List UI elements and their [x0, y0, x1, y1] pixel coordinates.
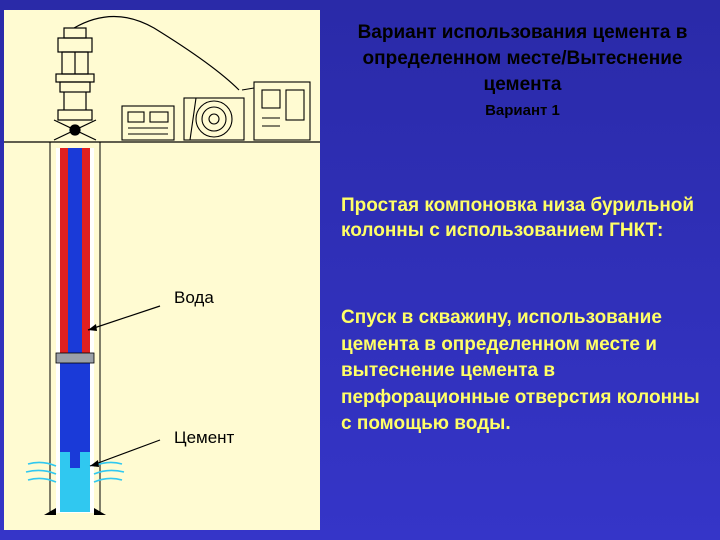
- title-text: Вариант использования цемента в определе…: [357, 22, 688, 95]
- variant-subtitle: Вариант 1: [485, 102, 560, 119]
- power-pack-icon: [241, 81, 311, 141]
- casing-shoe-right: [94, 508, 106, 515]
- coiled-tubing-reel-icon: [183, 97, 245, 141]
- cement-label: Цемент: [174, 428, 235, 447]
- water-leader-line: [87, 305, 161, 331]
- tubing-arc: [73, 15, 240, 91]
- process-description: Спуск в скважину, использование цемента …: [341, 307, 700, 434]
- page-title: Вариант использования цемента в определе…: [345, 20, 700, 124]
- cement-annulus-left: [60, 360, 68, 460]
- water-leader-arrow: [88, 324, 97, 331]
- assembly-description: Простая компоновка низа бурильной колонн…: [341, 195, 695, 241]
- well-casing: [49, 142, 101, 515]
- cement-annulus-right: [82, 360, 90, 460]
- control-cabin-icon: [121, 105, 175, 141]
- tubing-nozzle: [70, 452, 80, 468]
- well-diagram: [4, 15, 320, 515]
- perforations: [25, 461, 125, 483]
- coiled-tubing: [68, 148, 82, 468]
- cement-leader-arrow: [90, 460, 99, 467]
- well-diagram-panel: Вода Цемент: [4, 10, 320, 530]
- water-label: Вода: [174, 288, 214, 307]
- tubing-collar: [55, 352, 95, 364]
- casing-shoe-left: [44, 508, 56, 515]
- cement-leader-line: [89, 439, 161, 467]
- injector-head-icon: [53, 27, 97, 141]
